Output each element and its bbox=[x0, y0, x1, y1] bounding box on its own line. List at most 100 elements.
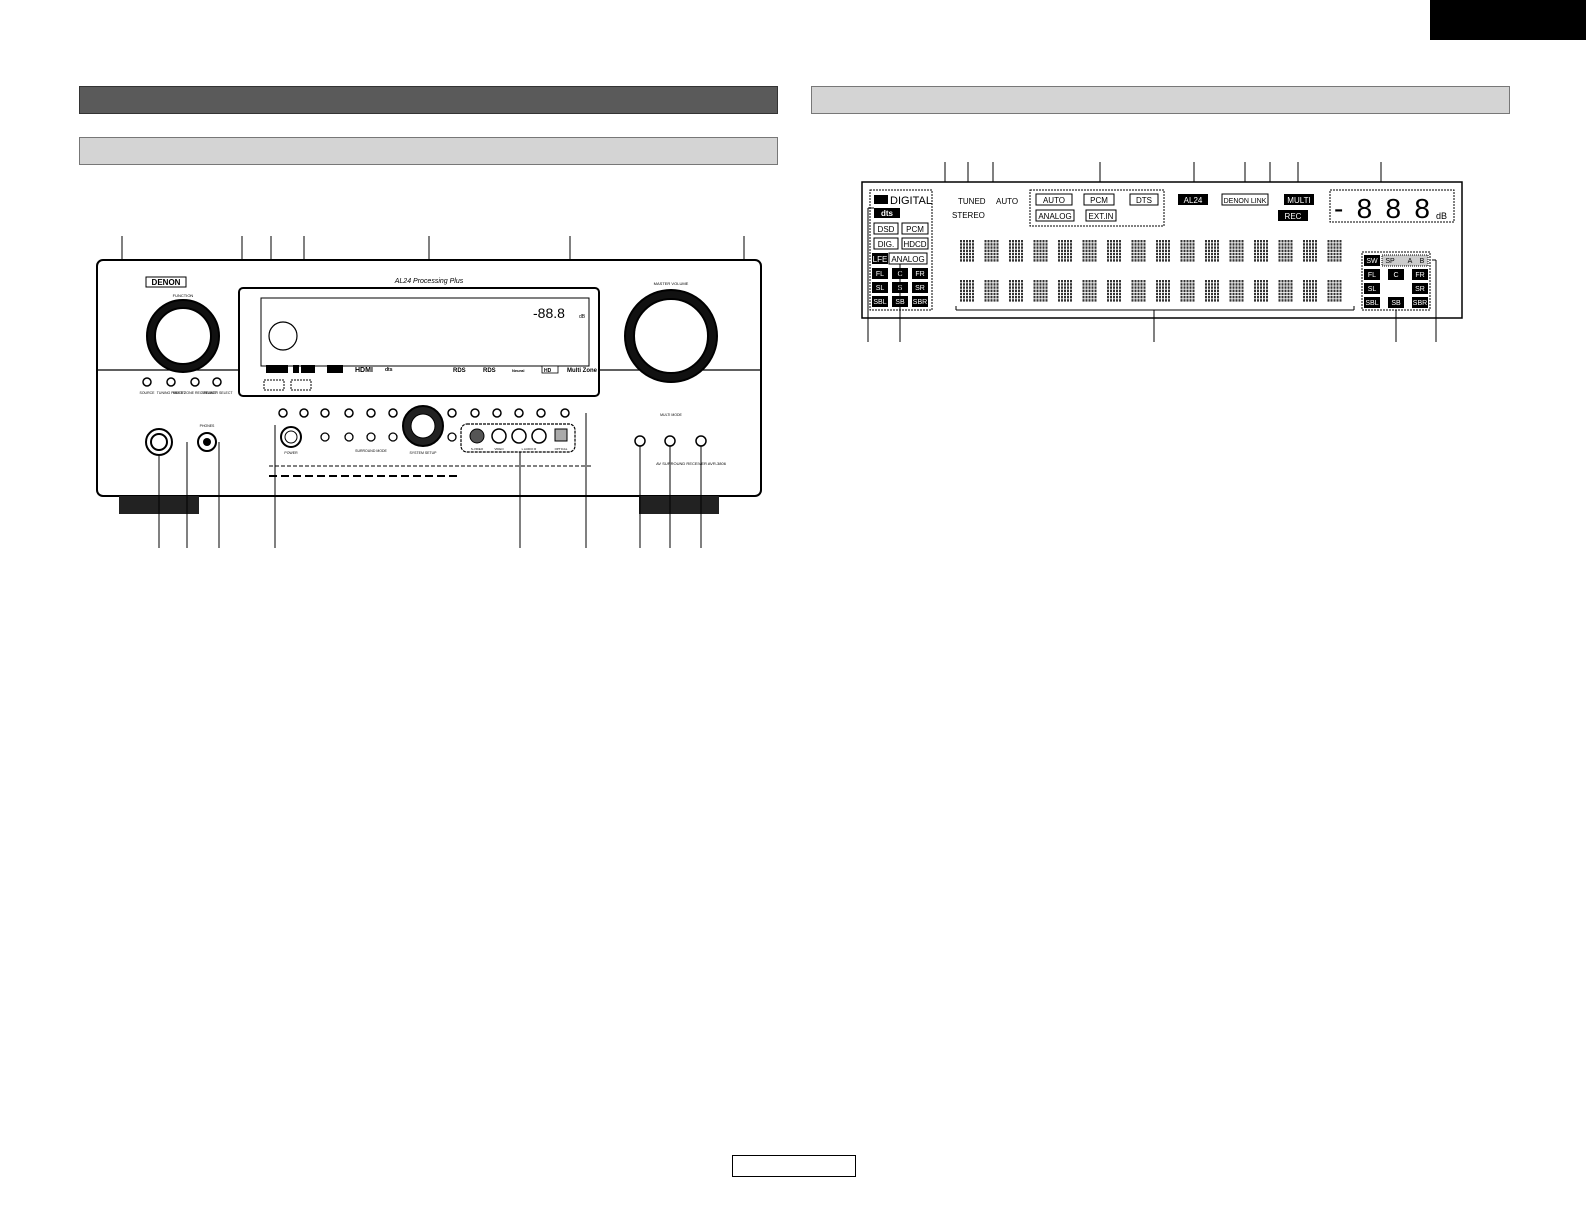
volume-box bbox=[1329, 189, 1455, 223]
lower-buttons bbox=[278, 408, 570, 418]
svg-text:SR: SR bbox=[1415, 286, 1425, 293]
svg-text:ANALOG: ANALOG bbox=[1038, 212, 1071, 221]
svg-text:SB: SB bbox=[1391, 300, 1401, 307]
matrix-character bbox=[984, 280, 999, 302]
stereo-indicator: STEREO bbox=[952, 211, 985, 220]
matrix-character bbox=[960, 240, 974, 262]
matrix-character bbox=[1303, 240, 1317, 262]
matrix-character bbox=[984, 240, 999, 262]
matrix-character bbox=[1254, 240, 1268, 262]
matrix-character bbox=[1229, 280, 1244, 302]
svg-text:B: B bbox=[1420, 258, 1425, 265]
svg-text:SBR: SBR bbox=[913, 299, 927, 306]
svg-text:FL: FL bbox=[876, 271, 884, 278]
display-diagram: DIGITAL dts DSD PCM DIG. HDCD LFE ANALOG… bbox=[861, 162, 1463, 342]
logo-neural: Neural bbox=[512, 368, 524, 373]
al24-indicator: AL24 bbox=[1184, 196, 1203, 205]
svg-text:SL: SL bbox=[876, 285, 885, 292]
svg-text:PCM: PCM bbox=[1090, 196, 1108, 205]
svg-text:DTS: DTS bbox=[1136, 196, 1152, 205]
input-mode-box bbox=[1029, 189, 1165, 227]
matrix-character bbox=[1327, 280, 1342, 302]
svg-text:MULTI ZONE REC SELECT: MULTI ZONE REC SELECT bbox=[173, 391, 218, 395]
matrix-character bbox=[1156, 280, 1170, 302]
db-label: dB bbox=[1436, 211, 1447, 221]
matrix-character bbox=[1278, 280, 1293, 302]
matrix-character bbox=[1205, 240, 1219, 262]
matrix-character bbox=[1009, 280, 1023, 302]
matrix-character bbox=[1033, 240, 1048, 262]
front-panel-section-bar bbox=[79, 86, 778, 114]
svg-text:TUNING PRESET: TUNING PRESET bbox=[157, 391, 186, 395]
page-number-box bbox=[732, 1155, 856, 1177]
svg-text:SURROUND MODE: SURROUND MODE bbox=[355, 449, 387, 453]
bottom-callout-lines bbox=[158, 413, 702, 548]
logo-rds-2: RDS bbox=[483, 368, 496, 374]
matrix-character bbox=[1278, 240, 1293, 262]
svg-text:DIG.: DIG. bbox=[878, 240, 894, 249]
multi-mode-buttons bbox=[634, 435, 707, 447]
language-tab bbox=[1430, 0, 1586, 40]
power-label: POWER bbox=[284, 451, 298, 455]
svg-text:SL: SL bbox=[1368, 286, 1377, 293]
matrix-character bbox=[1327, 240, 1342, 262]
logo-hdmi: HDMI bbox=[355, 367, 373, 374]
dts-logo: dts bbox=[881, 209, 894, 218]
display-bottom-callouts bbox=[867, 207, 1437, 342]
svg-text:OPTICAL: OPTICAL bbox=[555, 447, 568, 451]
logo-rds: RDS bbox=[453, 368, 466, 374]
svg-text:DSD: DSD bbox=[878, 225, 895, 234]
matrix-character bbox=[1156, 240, 1170, 262]
dot-matrix-display bbox=[960, 240, 1342, 302]
svg-text:AUTO: AUTO bbox=[1043, 196, 1065, 205]
front-display-readout: -88.8 bbox=[533, 305, 565, 321]
svg-text:SYSTEM SETUP: SYSTEM SETUP bbox=[409, 451, 437, 455]
matrix-character bbox=[1205, 280, 1219, 302]
auto-indicator: AUTO bbox=[996, 197, 1018, 206]
function-label: FUNCTION bbox=[173, 293, 194, 298]
master-volume-label: MASTER VOLUME bbox=[654, 281, 689, 286]
front-display-unit: dB bbox=[579, 314, 586, 320]
remote-sensor bbox=[268, 321, 298, 351]
svg-text:VIDEO: VIDEO bbox=[494, 447, 504, 451]
matrix-character bbox=[1229, 240, 1244, 262]
svg-text:FR: FR bbox=[1415, 272, 1424, 279]
matrix-character bbox=[1082, 280, 1097, 302]
svg-text:MULTI MODE: MULTI MODE bbox=[660, 413, 682, 417]
svg-text:SBR: SBR bbox=[1413, 300, 1427, 307]
matrix-character bbox=[1180, 240, 1195, 262]
logo-multizone: Multi Zone bbox=[567, 368, 598, 374]
logos-row: HDMI dts RDS RDS Neural HD Multi Zone bbox=[266, 365, 598, 374]
top-buttons: SOURCE TUNING PRESET MULTI ZONE REC SELE… bbox=[140, 377, 233, 395]
logo-dts: dts bbox=[385, 367, 393, 373]
denon-link-indicator: DENON LINK bbox=[1224, 198, 1267, 205]
matrix-character bbox=[1254, 280, 1268, 302]
rec-indicator: REC bbox=[1285, 212, 1302, 221]
svg-text:FL: FL bbox=[1368, 272, 1376, 279]
right-foot bbox=[639, 496, 719, 514]
dolby-digital: DIGITAL bbox=[890, 195, 932, 207]
lfe-badge: LFE bbox=[873, 255, 888, 264]
svg-text:EXT.IN: EXT.IN bbox=[1089, 212, 1114, 221]
matrix-character bbox=[1009, 240, 1023, 262]
matrix-character bbox=[1058, 240, 1072, 262]
brand-logo: DENON bbox=[152, 278, 181, 287]
front-panel-diagram: DENON FUNCTION MASTER VOLUME AL24 Proces… bbox=[96, 236, 762, 548]
svg-text:PCM: PCM bbox=[906, 225, 924, 234]
svg-text:PHONES: PHONES bbox=[200, 424, 215, 428]
svg-text:SOURCE: SOURCE bbox=[140, 391, 156, 395]
matrix-character bbox=[1180, 280, 1195, 302]
svg-text:L AUDIO R: L AUDIO R bbox=[522, 447, 538, 451]
model-label: AV SURROUND RECEIVER AVR-3806 bbox=[656, 461, 727, 466]
input-modes: AUTO PCM DTS ANALOG EXT.IN bbox=[1035, 193, 1159, 222]
svg-text:SP: SP bbox=[1385, 258, 1395, 265]
output-channel-grid: SW SP A B FL C FR SL SR SBL SB SBR bbox=[1364, 254, 1429, 308]
matrix-character bbox=[1107, 280, 1121, 302]
svg-text:SPEAKER SELECT: SPEAKER SELECT bbox=[201, 391, 233, 395]
matrix-character bbox=[1131, 240, 1146, 262]
svg-text:SBL: SBL bbox=[1365, 300, 1378, 307]
svg-text:SR: SR bbox=[915, 285, 925, 292]
multi-indicator: MULTI bbox=[1287, 196, 1310, 205]
svg-text:FR: FR bbox=[915, 271, 924, 278]
svg-text:SBL: SBL bbox=[873, 299, 886, 306]
